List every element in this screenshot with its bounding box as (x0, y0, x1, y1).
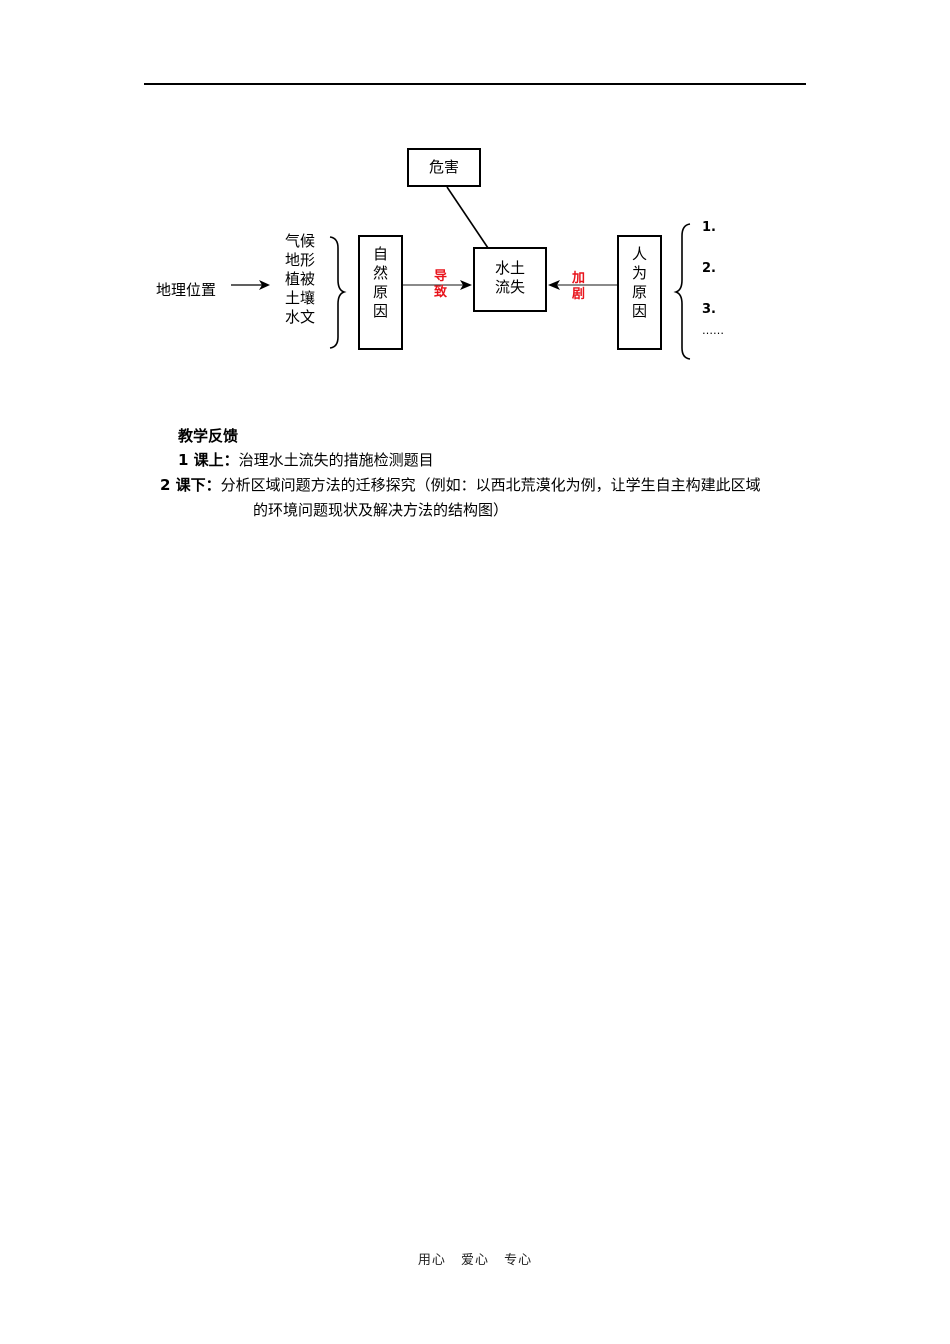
feedback-item-2-text: 分析区域问题方法的迁移探究（例如：以西北荒漠化为例，让学生自主构建此区域 (220, 476, 761, 494)
factor-hydrology: 水文 (285, 308, 316, 326)
soil-erosion-line: 水土 (494, 259, 525, 277)
aggravate-char: 加 (572, 271, 586, 286)
human-cause-char: 为 (631, 264, 647, 282)
human-item-ellipsis: …… (702, 324, 724, 337)
lead-to-char: 导 (434, 269, 448, 284)
factor-terrain: 地形 (285, 251, 316, 269)
natural-factors-list: 气候 地形 植被 土壤 水文 (285, 232, 315, 327)
natural-cause-box: 自 然 原 因 (358, 235, 403, 350)
aggravate-label: 加 剧 (572, 271, 585, 303)
natural-cause-char: 然 (372, 264, 388, 282)
human-item: 2. (702, 261, 716, 276)
feedback-item-2-label: 2 课下： (160, 476, 221, 494)
human-cause-char: 因 (631, 302, 647, 320)
human-cause-box: 人 为 原 因 (617, 235, 662, 350)
feedback-title: 教学反馈 (178, 427, 239, 445)
feedback-item-1-text: 治理水土流失的措施检测题目 (238, 451, 434, 469)
diagram-connectors (231, 186, 691, 360)
factor-vegetation: 植被 (285, 270, 316, 288)
factor-soil: 土壤 (285, 289, 316, 307)
factor-climate: 气候 (285, 232, 316, 250)
natural-cause-char: 原 (372, 283, 388, 301)
aggravate-char: 剧 (572, 287, 586, 302)
human-item: 1. (702, 220, 716, 235)
human-cause-char: 人 (631, 245, 647, 263)
footer-item: 专心 (504, 1253, 533, 1268)
natural-cause-char: 因 (372, 302, 388, 320)
footer-item: 用心 (417, 1253, 446, 1268)
lead-to-label: 导 致 (434, 269, 447, 301)
human-item: 3. (702, 302, 716, 317)
feedback-item-2: 2 课下：分析区域问题方法的迁移探究（例如：以西北荒漠化为例，让学生自主构建此区… (160, 475, 761, 495)
soil-erosion-line: 流失 (494, 278, 525, 296)
page-footer: 用心 爱心 专心 (0, 1249, 950, 1268)
feedback-item-1: 1 课上：治理水土流失的措施检测题目 (178, 450, 434, 470)
geo-position-label: 地理位置 (156, 281, 217, 299)
feedback-item-1-label: 1 课上： (178, 451, 239, 469)
soil-erosion-box: 水土 流失 (473, 247, 547, 312)
lead-to-char: 致 (434, 285, 448, 300)
harm-label: 危害 (428, 158, 459, 176)
harm-box: 危害 (407, 148, 481, 187)
feedback-item-2-continued: 的环境问题现状及解决方法的结构图） (253, 501, 509, 519)
human-cause-char: 原 (631, 283, 647, 301)
footer-item: 爱心 (460, 1253, 489, 1268)
header-rule (144, 83, 806, 85)
natural-cause-char: 自 (372, 245, 388, 263)
